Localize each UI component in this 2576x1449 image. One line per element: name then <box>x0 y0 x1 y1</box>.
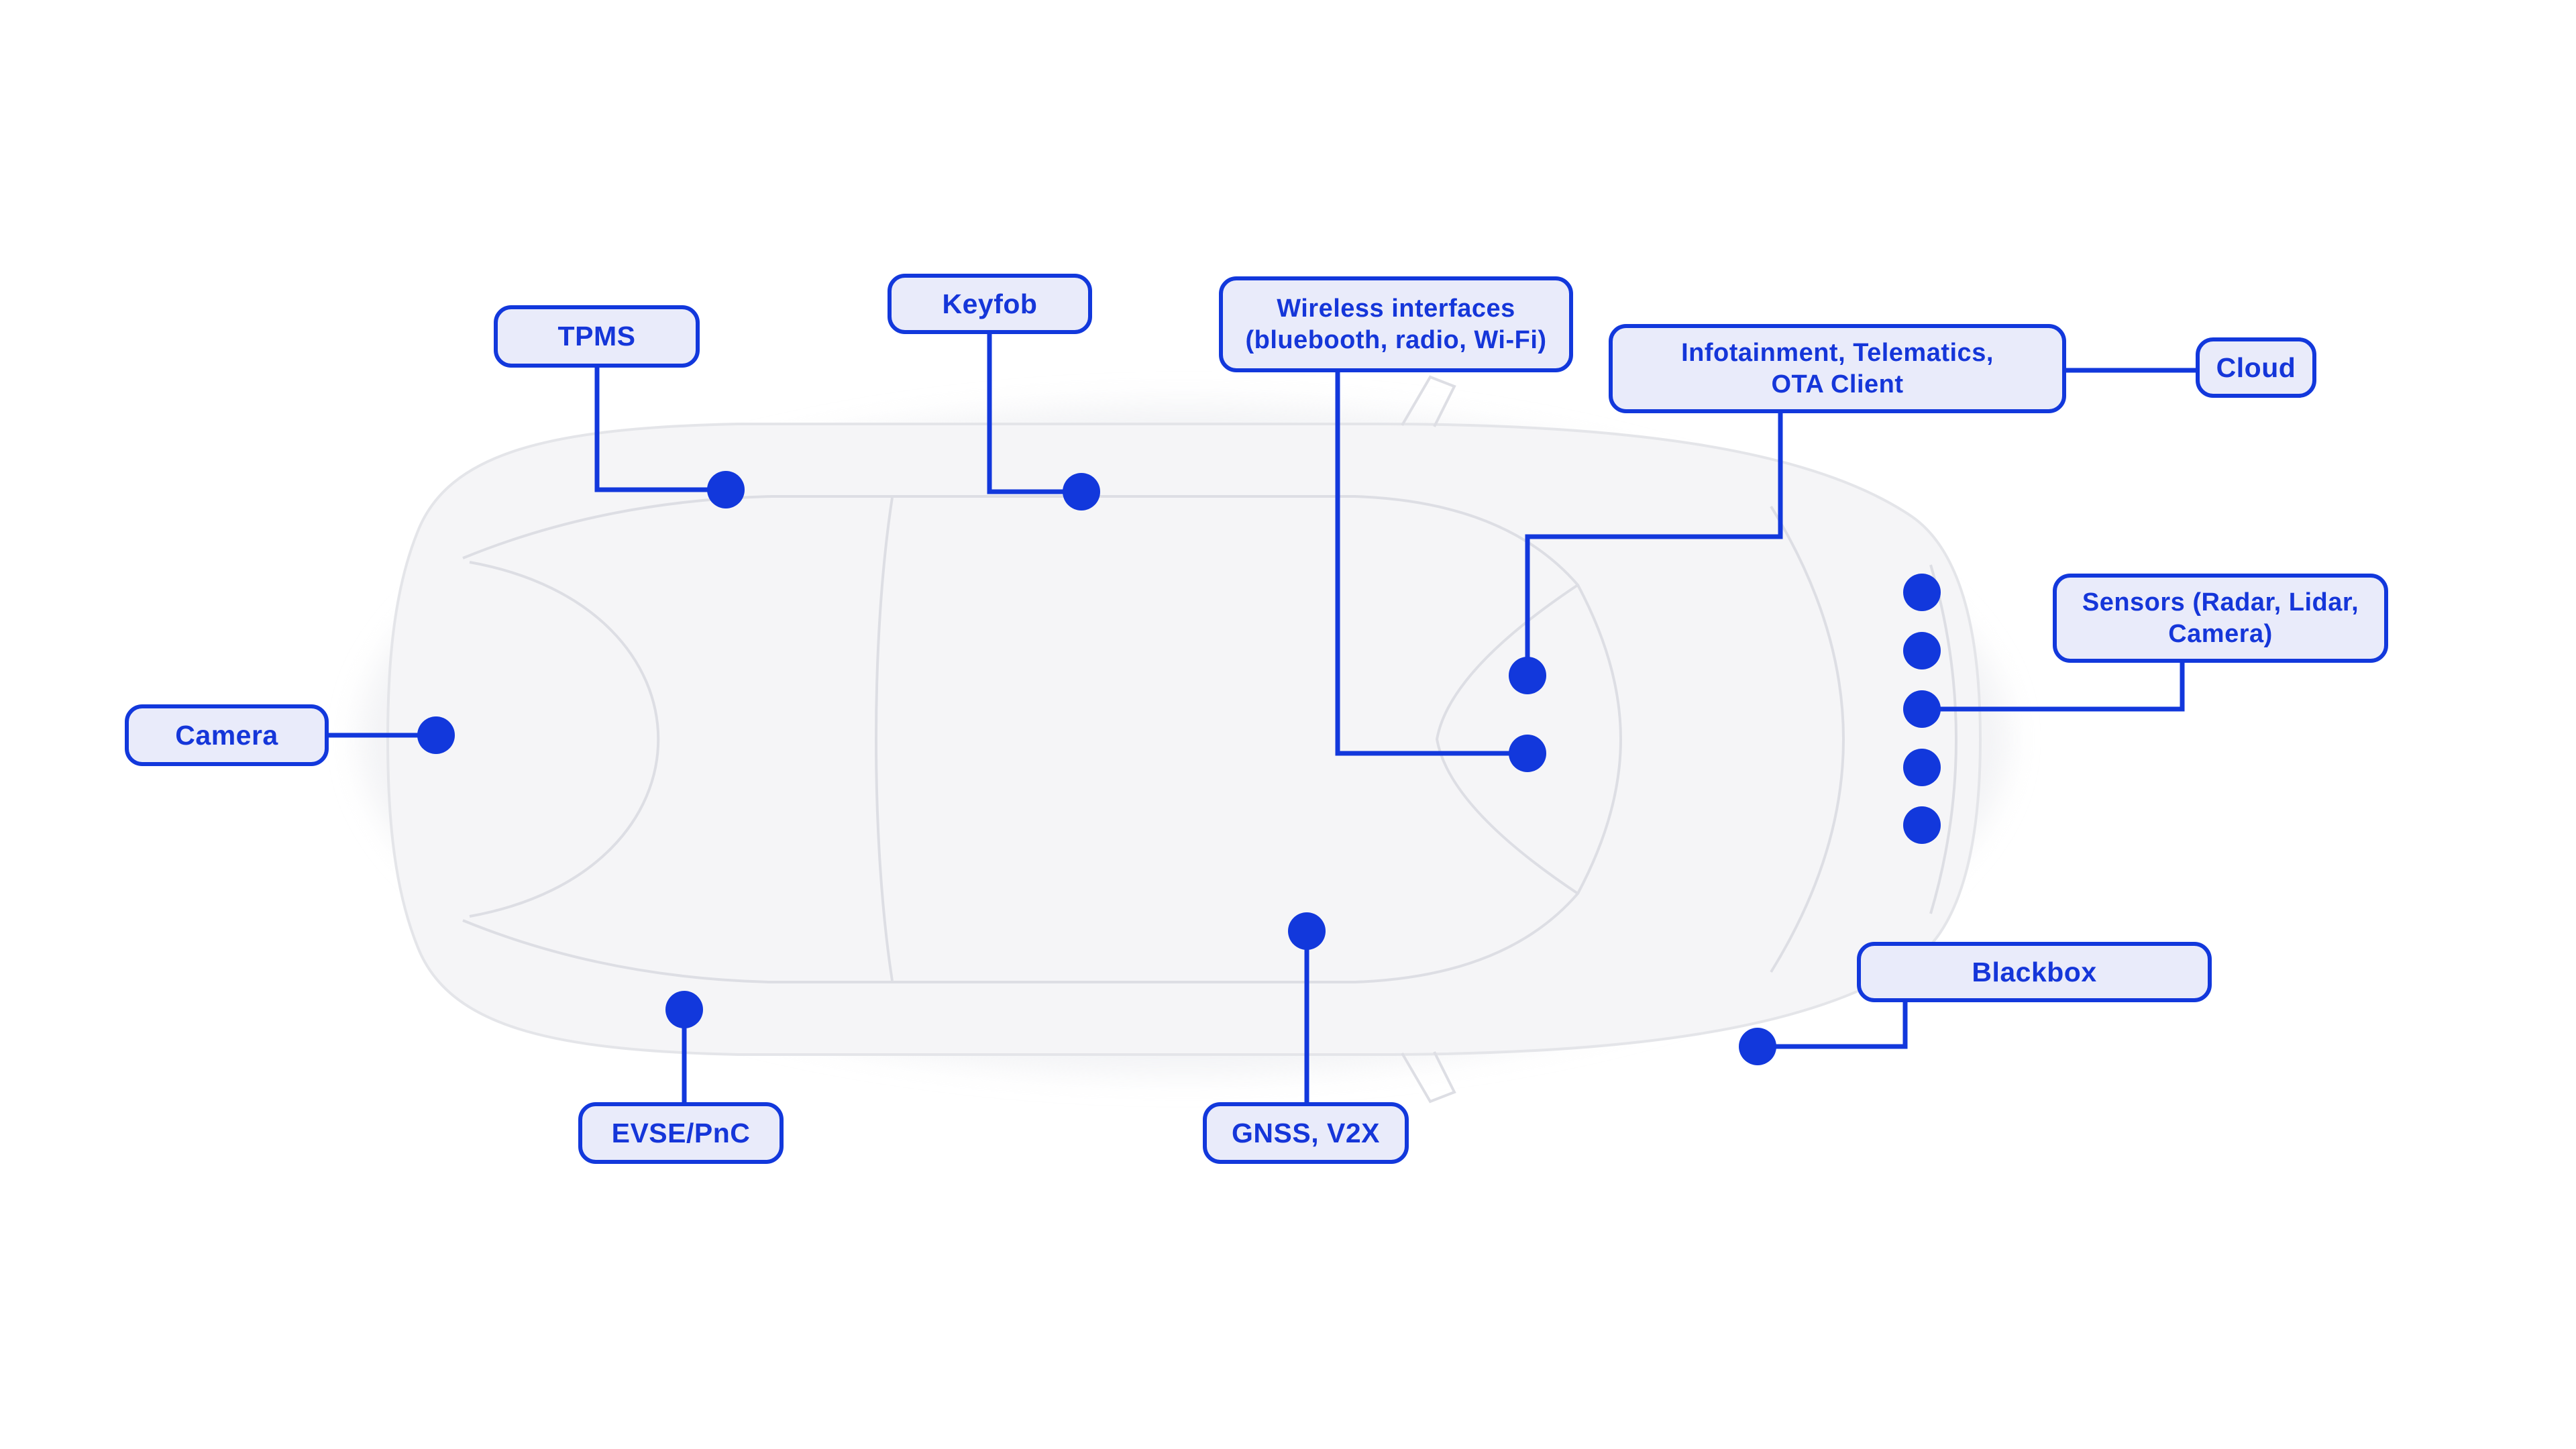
connector-tpms <box>594 368 726 492</box>
label-evse: EVSE/PnC <box>578 1102 784 1164</box>
connector-lines <box>329 334 2196 1102</box>
label-blackbox: Blackbox <box>1857 942 2212 1002</box>
label-keyfob: Keyfob <box>888 274 1092 334</box>
sensor-dot-5 <box>1903 806 1941 844</box>
label-wireless-line: (bluebooth, radio, Wi-Fi) <box>1245 325 1547 354</box>
label-evse-line: EVSE/PnC <box>611 1117 751 1148</box>
label-wireless: Wireless interfaces(bluebooth, radio, Wi… <box>1219 276 1573 372</box>
connector-blackbox <box>1758 1002 1908 1049</box>
connector-wireless <box>1335 372 1527 756</box>
label-blackbox-line: Blackbox <box>1972 956 2097 987</box>
label-camera: Camera <box>125 704 329 766</box>
car-pillar-seam <box>875 497 894 981</box>
sensor-dot-4 <box>1903 749 1941 786</box>
car-bumper-crease <box>1929 564 1958 914</box>
label-infotainment-line: OTA Client <box>1771 370 1904 398</box>
label-gnss-line: GNSS, V2X <box>1232 1117 1380 1148</box>
evse-dot <box>665 991 703 1028</box>
label-camera-line: Camera <box>175 719 278 751</box>
car-windshield-line <box>1435 584 1579 895</box>
tpms-dot <box>707 471 745 508</box>
label-cloud: Cloud <box>2196 337 2316 398</box>
label-tpms: TPMS <box>494 305 700 368</box>
car-cabin-outline <box>462 495 1623 983</box>
car-mirror-top <box>1401 375 1456 427</box>
gnss-dot <box>1288 912 1326 950</box>
label-sensors: Sensors (Radar, Lidar,Camera) <box>2053 574 2388 663</box>
wireless-dot-2 <box>1509 735 1546 772</box>
sensor-dot-3 <box>1903 690 1941 728</box>
component-dots <box>417 471 1941 1065</box>
sensor-dot-1 <box>1903 574 1941 611</box>
connector-keyfob <box>987 334 1081 494</box>
label-tpms-line: TPMS <box>557 321 636 352</box>
wireless-dot-1 <box>1509 657 1546 694</box>
car-hood-crease <box>1770 505 1845 973</box>
connector-infotainment-body <box>1525 413 1783 676</box>
camera-dot <box>417 716 455 754</box>
label-sensors-line: Camera) <box>2168 619 2273 648</box>
label-keyfob-line: Keyfob <box>942 288 1038 319</box>
connector-sensors <box>1922 663 2185 712</box>
car-mirror-bottom <box>1401 1051 1456 1104</box>
car-rear-window-line <box>469 561 660 918</box>
label-cloud-line: Cloud <box>2216 352 2296 383</box>
label-wireless-line: Wireless interfaces <box>1277 294 1515 323</box>
label-gnss: GNSS, V2X <box>1203 1102 1409 1164</box>
sensor-dot-2 <box>1903 632 1941 669</box>
label-infotainment: Infotainment, Telematics,OTA Client <box>1609 324 2066 413</box>
label-infotainment-line: Infotainment, Telematics, <box>1681 339 1994 368</box>
blackbox-dot <box>1739 1028 1776 1065</box>
car-body-outline <box>386 423 1982 1056</box>
keyfob-dot <box>1063 473 1100 511</box>
label-sensors-line: Sensors (Radar, Lidar, <box>2082 588 2359 617</box>
